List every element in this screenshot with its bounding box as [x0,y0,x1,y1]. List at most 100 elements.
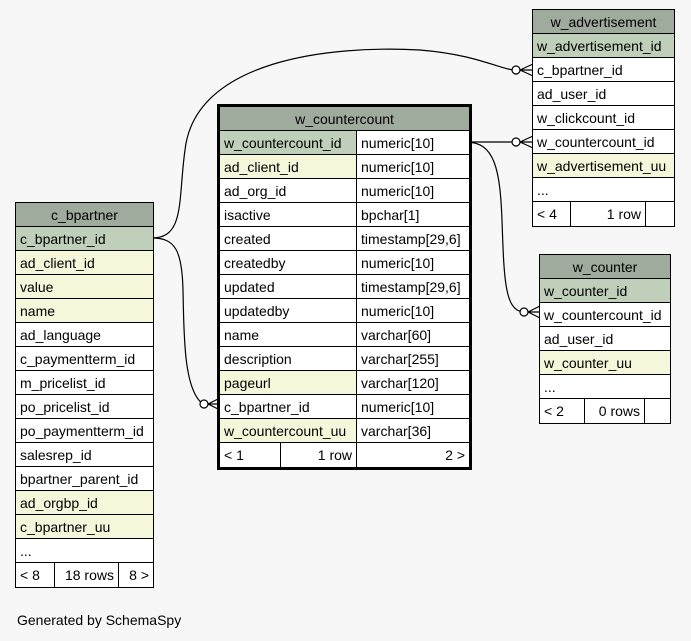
row-count: 18 rows [54,563,118,587]
table-name: c_bpartner [16,203,153,226]
column-name: po_pricelist_id [16,395,153,418]
column-name: name [220,323,356,346]
column-name: ad_orgbp_id [16,491,153,514]
column-type: varchar[36] [356,419,469,442]
column-type: varchar[60] [356,323,469,346]
column-row[interactable]: po_pricelist_id [16,395,153,419]
column-row[interactable]: w_countercount_id [533,130,674,154]
column-name: ... [16,539,153,562]
column-row[interactable]: w_advertisement_uu [533,154,674,178]
column-type: numeric[10] [356,251,469,274]
table-header: w_countercount [220,107,469,131]
table-header: c_bpartner [16,203,153,227]
column-name: c_bpartner_uu [16,515,153,538]
column-row[interactable]: salesrep_id [16,443,153,467]
zero-marker [511,137,521,147]
column-name: w_countercount_id [533,130,674,153]
column-type: numeric[10] [356,179,469,202]
column-row[interactable]: c_bpartner_id [16,227,153,251]
crowfoot-marker [519,63,534,77]
column-name: w_advertisement_id [533,34,674,57]
column-name: createdby [220,251,356,274]
column-name: po_paymentterm_id [16,419,153,442]
column-row[interactable]: ad_language [16,323,153,347]
column-row[interactable]: c_bpartner_uu [16,515,153,539]
column-name: updatedby [220,299,356,322]
column-row[interactable]: bpartner_parent_id [16,467,153,491]
row-count: 1 row [570,202,645,226]
column-row[interactable]: ad_client_id [16,251,153,275]
children-count [645,202,674,226]
column-name: created [220,227,356,250]
column-name: c_bpartner_id [533,58,674,81]
column-row[interactable]: w_clickcount_id [533,106,674,130]
column-name: w_countercount_id [220,131,356,154]
column-row[interactable]: w_counter_uu [540,351,670,375]
column-row[interactable]: po_paymentterm_id [16,419,153,443]
column-type: bpchar[1] [356,203,469,226]
column-name: description [220,347,356,370]
column-row[interactable]: w_counter_id [540,279,670,303]
column-row[interactable]: value [16,275,153,299]
row-count: 0 rows [584,399,644,423]
column-type: varchar[255] [356,347,469,370]
edge-counter-countercount [465,141,524,313]
column-name: ad_user_id [540,327,670,350]
column-row[interactable]: name [16,299,153,323]
column-type: numeric[10] [356,155,469,178]
column-row[interactable]: ... [533,178,674,202]
column-name: c_paymentterm_id [16,347,153,370]
column-name: c_bpartner_id [220,395,356,418]
column-name: name [16,299,153,322]
column-name: ad_org_id [220,179,356,202]
column-row[interactable]: c_paymentterm_id [16,347,153,371]
column-name: c_bpartner_id [16,227,153,250]
column-name: pageurl [220,371,356,394]
column-row[interactable]: m_pricelist_id [16,371,153,395]
column-name: ad_user_id [533,82,674,105]
parents-count: < 2 [540,399,584,423]
parents-count: < 1 [220,443,280,467]
edge-countercount-bpartner [151,237,204,405]
column-row[interactable]: c_bpartner_id [533,58,674,82]
children-count: 2 > [356,443,469,467]
column-name: salesrep_id [16,443,153,466]
parents-count: < 4 [533,202,570,226]
column-name: w_clickcount_id [533,106,674,129]
column-name: ... [533,178,674,201]
column-name: ... [540,375,670,398]
column-row[interactable]: ad_user_id [533,82,674,106]
column-type: varchar[120] [356,371,469,394]
children-count [644,399,670,423]
column-row[interactable]: ad_orgbp_id [16,491,153,515]
column-name: ad_language [16,323,153,346]
column-name: w_counter_uu [540,351,670,374]
column-row[interactable]: ... [540,375,670,399]
column-row[interactable]: ... [16,539,153,563]
column-name: m_pricelist_id [16,371,153,394]
zero-marker [511,65,521,75]
column-row[interactable]: w_advertisement_id [533,34,674,58]
zero-marker [199,399,209,409]
column-row[interactable]: w_countercount_id [540,303,670,327]
column-row[interactable]: ad_user_id [540,327,670,351]
